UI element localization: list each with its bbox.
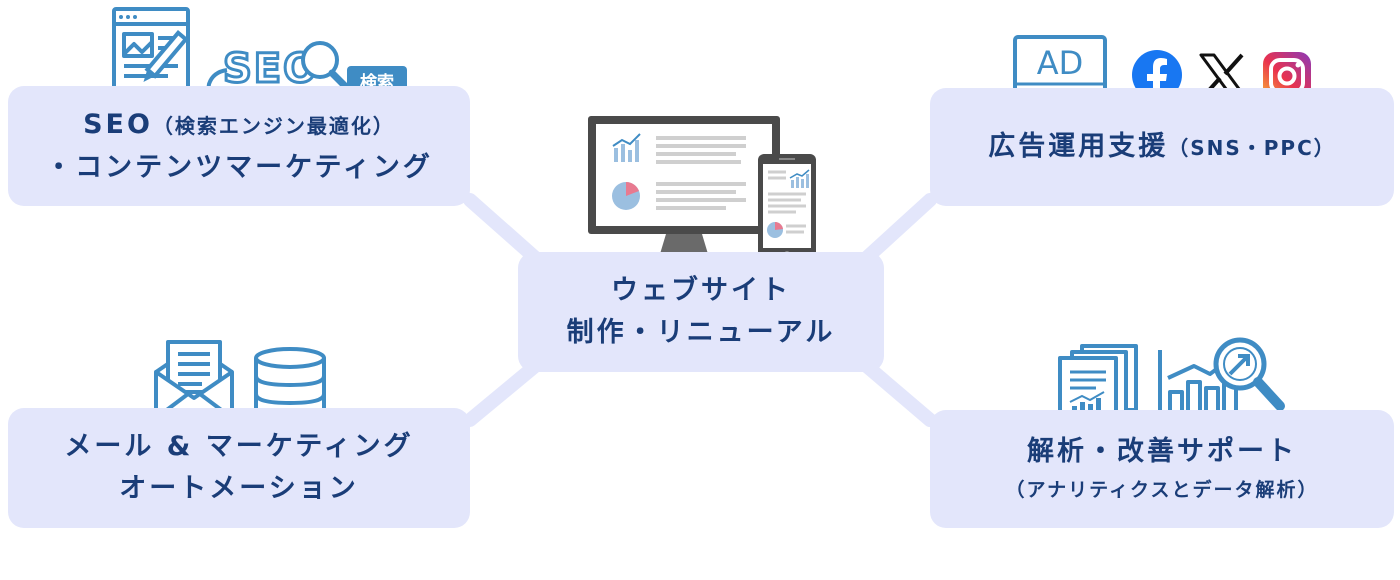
mail-box-line1: メール & マーケティング	[64, 431, 414, 462]
seo-logo-text: SEO	[223, 46, 319, 92]
mail-marketing-automation-box: メール & マーケティング オートメーション	[8, 408, 470, 528]
seo-box-sub: （検索エンジン最適化）	[152, 113, 395, 138]
ad-operation-box: 広告運用支援（SNS・PPC）	[930, 88, 1394, 206]
analysis-box-line2: （アナリティクスとデータ解析）	[1005, 479, 1319, 501]
seo-document-icon	[112, 7, 190, 95]
ad-box-sub: （SNS・PPC）	[1168, 135, 1336, 160]
seo-box-main: SEO	[83, 108, 153, 140]
ad-box-line: 広告運用支援（SNS・PPC）	[988, 126, 1336, 169]
seo-box-line1: SEO（検索エンジン最適化）	[83, 104, 395, 147]
database-icon	[254, 347, 326, 424]
facebook-icon	[1132, 50, 1182, 101]
seo-box-line2: ・コンテンツマーケティング	[45, 151, 433, 183]
mail-box-line2: オートメーション	[119, 473, 359, 504]
center-box-line1: ウェブサイト	[611, 275, 791, 306]
center-box-line2: 制作・リニューアル	[566, 317, 836, 348]
chart-magnifier-icon	[1158, 337, 1285, 424]
analysis-box-line1: 解析・改善サポート	[1027, 436, 1297, 467]
ad-box-main: 広告運用支援	[988, 130, 1169, 162]
desktop-mobile-icon	[588, 116, 816, 260]
analysis-improvement-box: 解析・改善サポート （アナリティクスとデータ解析）	[930, 410, 1394, 528]
seo-content-marketing-box: SEO（検索エンジン最適化） ・コンテンツマーケティング	[8, 86, 470, 206]
website-production-box: ウェブサイト 制作・リニューアル	[518, 252, 884, 372]
ad-text: AD	[1037, 44, 1084, 82]
